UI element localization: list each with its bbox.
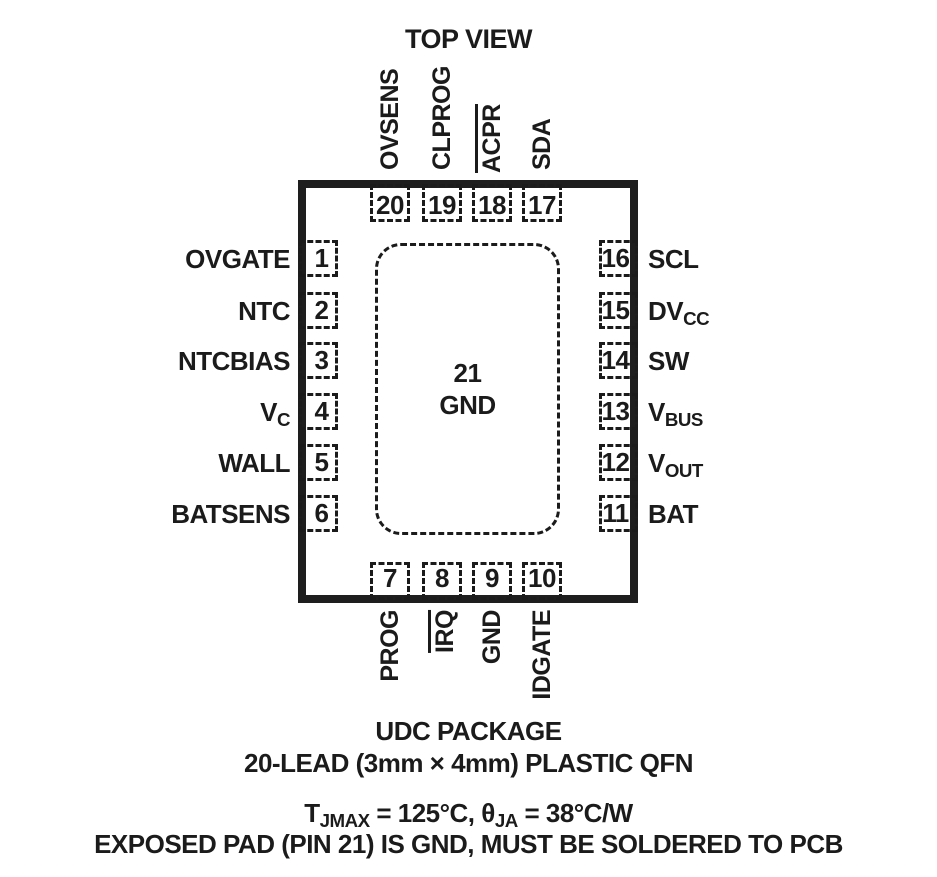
thermal-ratings-line: TJMAX = 125°C, θJA = 38°C/W <box>304 798 633 832</box>
pin-box-9: 9 <box>472 562 512 600</box>
pin-label-sw: SW <box>648 346 689 376</box>
pin-label-ovsens: OVSENS <box>376 68 404 170</box>
pin-number: 11 <box>602 498 629 528</box>
pin-number: 6 <box>314 498 329 528</box>
pin-label-dvcc: DVCC <box>648 296 710 329</box>
pin-label-gnd: GND <box>478 610 506 665</box>
pin-label-prog: PROG <box>376 610 404 682</box>
package-spec-line: 20-LEAD (3mm × 4mm) PLASTIC QFN <box>244 748 693 778</box>
pin-box-17: 17 <box>522 184 562 222</box>
pin-number: 14 <box>601 345 630 375</box>
pin-box-3: 3 <box>299 342 338 379</box>
pin-label-batsens: BATSENS <box>171 499 290 529</box>
pin-box-18: 18 <box>472 184 512 222</box>
pin-number: 17 <box>528 190 556 220</box>
pin-label-clprog: CLPROG <box>428 66 456 170</box>
pin-label-vout: VOUT <box>648 448 703 481</box>
pin-box-10: 10 <box>522 562 562 600</box>
pin-number: 8 <box>435 563 449 593</box>
pin-box-19: 19 <box>422 184 462 222</box>
pin-label-irq: IRQ <box>428 610 459 653</box>
pin-box-15: 15 <box>599 292 638 329</box>
thermal-notes: TJMAX = 125°C, θJA = 38°C/W EXPOSED PAD … <box>0 799 937 859</box>
pin-label-acpr: ACPR <box>475 104 506 173</box>
pin-box-4: 4 <box>299 393 338 430</box>
exposed-pad-number: 21 <box>453 358 482 388</box>
exposed-pad: 21 GND <box>375 243 560 535</box>
pin-number: 15 <box>601 295 630 325</box>
pin-label-wall: WALL <box>218 448 290 478</box>
pin-number: 13 <box>601 396 630 426</box>
pin-box-20: 20 <box>370 184 410 222</box>
pin-box-11: 11 <box>599 495 638 532</box>
pin-number: 3 <box>314 345 329 375</box>
pin-box-7: 7 <box>370 562 410 600</box>
pin-box-5: 5 <box>299 444 338 481</box>
pin-label-ntc: NTC <box>238 296 290 326</box>
pin-box-2: 2 <box>299 292 338 329</box>
pin-label-vbus: VBUS <box>648 397 703 430</box>
pin-number: 1 <box>314 243 329 273</box>
pin-box-6: 6 <box>299 495 338 532</box>
exposed-pad-label: GND <box>439 390 496 420</box>
pin-box-12: 12 <box>599 444 638 481</box>
pin-number: 18 <box>478 190 506 220</box>
package-description: UDC PACKAGE 20-LEAD (3mm × 4mm) PLASTIC … <box>0 715 937 779</box>
top-view-title: TOP VIEW <box>404 24 533 54</box>
pin-number: 10 <box>528 563 556 593</box>
pin-label-vc: VC <box>260 397 290 430</box>
pin-label-ntcbias: NTCBIAS <box>177 346 291 376</box>
pin-box-13: 13 <box>599 393 638 430</box>
pin-number: 4 <box>314 396 329 426</box>
pin-label-idgate: IDGATE <box>528 610 556 700</box>
pin-box-1: 1 <box>299 240 338 277</box>
pin-number: 7 <box>383 563 397 593</box>
pin-box-16: 16 <box>599 240 638 277</box>
pin-label-bat: BAT <box>648 499 699 529</box>
pin-box-14: 14 <box>599 342 638 379</box>
pin-label-ovgate: OVGATE <box>185 244 290 274</box>
pin-number: 12 <box>601 447 630 477</box>
pin-number: 16 <box>601 243 630 273</box>
pin-number: 2 <box>314 295 329 325</box>
pin-number: 9 <box>485 563 499 593</box>
pin-box-8: 8 <box>422 562 462 600</box>
pin-label-sda: SDA <box>528 118 556 170</box>
pin-label-scl: SCL <box>648 244 699 274</box>
pin-number: 5 <box>314 447 329 477</box>
package-name-line: UDC PACKAGE <box>375 716 562 746</box>
pin-number: 19 <box>428 190 456 220</box>
exposed-pad-note: EXPOSED PAD (PIN 21) IS GND, MUST BE SOL… <box>94 829 843 859</box>
pin-number: 20 <box>376 190 404 220</box>
